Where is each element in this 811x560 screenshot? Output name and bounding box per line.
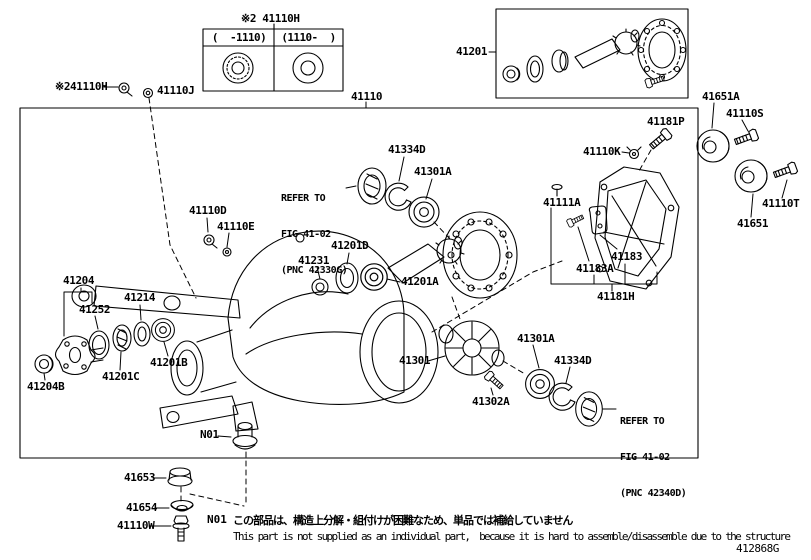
part-label-41110W[interactable]: 41110W — [117, 519, 155, 532]
oil-seal-top — [357, 167, 387, 205]
part-label-41252[interactable]: 41252 — [79, 303, 111, 316]
footnote-japanese: この部品は、構造上分解・組付けが困難なため、単品では補給していません — [233, 514, 573, 527]
part-label-41334D-top[interactable]: 41334D — [388, 143, 426, 156]
refer-note-bottom: REFER TO FIG 41-02 (PNC 42340D) — [620, 392, 687, 524]
footnote-code: N01 — [207, 513, 227, 526]
plug-41110E-icon — [222, 247, 232, 257]
part-label-41654[interactable]: 41654 — [126, 501, 158, 514]
refer-note-top: REFER TO FIG 41-02 (PNC 42330G) — [281, 169, 348, 301]
bearing-41201A — [360, 263, 388, 291]
cushion-N01-icon — [232, 421, 258, 450]
part-label-41201C[interactable]: 41201C — [102, 370, 140, 383]
leader-lines — [43, 51, 788, 527]
variant-table-col-left: ( -1110) — [211, 31, 267, 44]
part-label-41201D[interactable]: 41201D — [331, 239, 369, 252]
part-label-N01[interactable]: N01 — [200, 428, 219, 441]
refer-top-line1: REFER TO — [281, 193, 326, 204]
part-label-41651A[interactable]: 41651A — [702, 90, 740, 103]
part-label-41301A-bottom[interactable]: 41301A — [517, 332, 555, 345]
oil-seal-bottom — [575, 391, 603, 427]
mount-cushion-41651 — [734, 159, 768, 193]
plate-41183-icon — [588, 205, 608, 235]
variant-table-box — [202, 23, 344, 92]
pinion-kit-drawing — [502, 18, 687, 90]
refer-bottom-line1: REFER TO — [620, 416, 665, 427]
part-label-41204[interactable]: 41204 — [63, 274, 95, 287]
part-label-41301[interactable]: 41301 — [399, 354, 431, 367]
bolt-41181P — [646, 126, 674, 152]
figure-code: 412868G — [736, 542, 779, 555]
main-border-box — [19, 107, 699, 459]
bolt-41110W-icon — [172, 515, 190, 542]
refer-bottom-line3: (PNC 42340D) — [620, 488, 687, 499]
part-label-41201B[interactable]: 41201B — [150, 356, 188, 369]
variant-table-col-right: (1110- ) — [281, 31, 336, 44]
part-label-41231[interactable]: 41231 — [298, 254, 330, 267]
flange-group-drawing — [34, 321, 151, 376]
part-label-41302A[interactable]: 41302A — [472, 395, 510, 408]
mount-cushion-41651A — [696, 129, 730, 163]
part-label-41201A[interactable]: 41201A — [401, 275, 439, 288]
snap-ring-top — [384, 182, 412, 211]
breather-41110K-icon — [626, 146, 642, 160]
part-label-41301A-top[interactable]: 41301A — [414, 165, 452, 178]
part-label-41653[interactable]: 41653 — [124, 471, 156, 484]
bolt-41302A — [483, 369, 506, 392]
ring-gear-drawing — [442, 211, 518, 299]
bolt-41183A-icon — [565, 212, 586, 229]
footnote-english: This part is not supplied as an individu… — [233, 530, 791, 543]
rear-cover-drawing — [594, 166, 680, 290]
bolt-41110H-icon — [118, 82, 133, 97]
part-label-41651[interactable]: 41651 — [737, 217, 769, 230]
retainer-41654-icon — [170, 499, 194, 512]
plug-41110D-icon — [203, 234, 218, 249]
refer-top-line2: FIG 41-02 — [281, 229, 331, 240]
part-label-41110D[interactable]: 41110D — [189, 204, 227, 217]
part-label-41110S[interactable]: 41110S — [726, 107, 764, 120]
part-label-41110K[interactable]: 41110K — [583, 145, 621, 158]
part-label-41214[interactable]: 41214 — [124, 291, 156, 304]
bolt-41110J-icon — [142, 87, 154, 99]
bolt-41110T — [771, 160, 799, 182]
part-label-41111A[interactable]: 41111A — [543, 196, 581, 209]
part-label-41110E[interactable]: 41110E — [217, 220, 255, 233]
part-label-41183[interactable]: 41183 — [611, 250, 643, 263]
diff-case-drawing — [438, 320, 505, 376]
part-label-41334D-bottom[interactable]: 41334D — [554, 354, 592, 367]
part-label-41110J[interactable]: 41110J — [157, 84, 195, 97]
bolt-41110S — [732, 127, 760, 149]
part-label-41183A[interactable]: 41183A — [576, 262, 614, 275]
dashed-assembly-lines — [148, 97, 652, 507]
part-label-41201[interactable]: 41201 — [456, 45, 488, 58]
cushion-41653-icon — [167, 467, 193, 487]
part-label-41181P[interactable]: 41181P — [647, 115, 685, 128]
variant-table-title: ※2 41110H — [241, 12, 300, 25]
inset-box-41201 — [495, 8, 689, 99]
part-label-41110[interactable]: 41110 — [351, 90, 383, 103]
bearing-41201B — [151, 318, 175, 342]
part-label-41110T[interactable]: 41110T — [762, 197, 800, 210]
pin-41111A-icon — [551, 183, 563, 197]
part-label-41110H[interactable]: ※241110H — [55, 80, 108, 93]
snap-ring-bottom — [548, 382, 576, 411]
part-label-41181H[interactable]: 41181H — [597, 290, 635, 303]
refer-bottom-line2: FIG 41-02 — [620, 452, 670, 463]
refer-top-line3: (PNC 42330G) — [281, 265, 348, 276]
carrier-housing-drawing — [71, 230, 439, 432]
part-label-41204B[interactable]: 41204B — [27, 380, 65, 393]
bearing-41301A-bottom — [524, 368, 556, 400]
